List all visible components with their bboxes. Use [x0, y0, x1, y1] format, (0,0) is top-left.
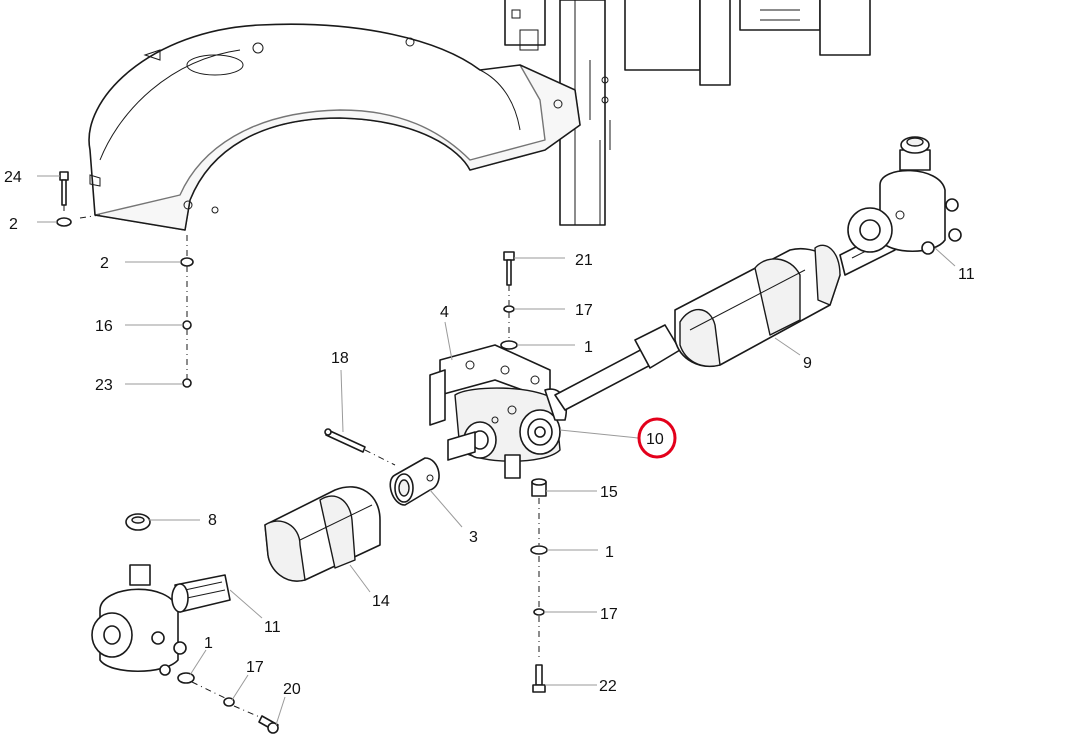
callout-17-bottom[interactable]: 17 [246, 659, 264, 676]
top-fastener-stack [500, 251, 518, 350]
drive-shaft-shield [554, 229, 896, 411]
highlight-circle [637, 417, 677, 459]
callout-2[interactable]: 2 [100, 255, 109, 272]
callout-15[interactable]: 15 [600, 484, 618, 501]
belt-guard-shroud [88, 23, 581, 231]
callout-21[interactable]: 21 [575, 252, 593, 269]
callout-2-left[interactable]: 2 [9, 216, 18, 233]
callout-3[interactable]: 3 [469, 529, 478, 546]
callout-1-top[interactable]: 1 [584, 339, 593, 356]
callout-11-left[interactable]: 11 [264, 619, 281, 636]
pin-and-coupling [324, 428, 440, 506]
callout-16[interactable]: 16 [95, 318, 113, 335]
callout-8[interactable]: 8 [208, 512, 217, 529]
callout-9[interactable]: 9 [803, 355, 812, 372]
lower-shaft-shield [264, 486, 381, 582]
callout-17-top[interactable]: 17 [575, 302, 593, 319]
callout-20[interactable]: 20 [283, 681, 301, 698]
callout-14[interactable]: 14 [372, 593, 390, 610]
right-fastener-stack [530, 478, 548, 693]
callout-10[interactable]: 10 [646, 431, 664, 448]
bottom-fastener-stack [177, 672, 279, 734]
bottom-left-angle-gearbox [91, 513, 231, 676]
callout-24[interactable]: 24 [4, 169, 22, 186]
callout-1-bottom[interactable]: 1 [204, 635, 213, 652]
callout-4[interactable]: 4 [440, 304, 449, 321]
callout-22[interactable]: 22 [599, 678, 617, 695]
center-gearbox-assembly [429, 344, 567, 479]
callout-11-right[interactable]: 11 [958, 266, 975, 283]
chassis-frame [504, 0, 871, 226]
callout-18[interactable]: 18 [331, 350, 349, 367]
top-right-angle-gearbox [847, 136, 962, 255]
callout-labels: 24 2 2 16 23 21 17 1 4 18 9 11 10 15 3 8… [4, 169, 975, 698]
leader-lines [37, 175, 956, 726]
callout-1-mid[interactable]: 1 [605, 544, 614, 561]
callout-17-mid[interactable]: 17 [600, 606, 618, 623]
callout-23[interactable]: 23 [95, 377, 113, 394]
